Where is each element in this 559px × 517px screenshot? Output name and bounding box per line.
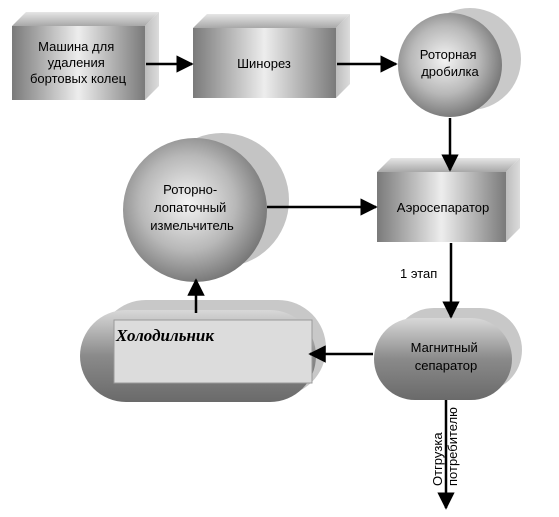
node-rotary-crusher: Роторная дробилка	[398, 8, 521, 117]
air-separator-label: Аэросепаратор	[397, 200, 490, 215]
tire-cutter-label: Шинорез	[237, 56, 291, 71]
node-air-separator: Аэросепаратор	[377, 158, 520, 242]
node-refrigerator: Холодильник	[80, 300, 326, 402]
refrigerator-label: Холодильник	[115, 326, 214, 345]
node-tire-cutter: Шинорез	[193, 14, 350, 98]
node-magnetic-separator: Магнитный сепаратор	[374, 308, 522, 400]
bead-ring-machine-label: Машина для удаления бортовых колец	[30, 39, 127, 86]
node-rotor-blade-grinder: Роторно- лопаточный измельчитель	[123, 133, 289, 282]
magnetic-separator-label: Магнитный сепаратор	[411, 340, 482, 373]
stage-label: 1 этап	[400, 266, 437, 281]
node-bead-ring-machine: Машина для удаления бортовых колец	[12, 12, 159, 100]
rotor-blade-grinder-label: Роторно- лопаточный измельчитель	[150, 182, 234, 233]
rotary-crusher-label: Роторная дробилка	[420, 47, 480, 79]
shipment-label: Отгрузка потребителю	[430, 407, 460, 486]
connectors	[146, 55, 460, 510]
